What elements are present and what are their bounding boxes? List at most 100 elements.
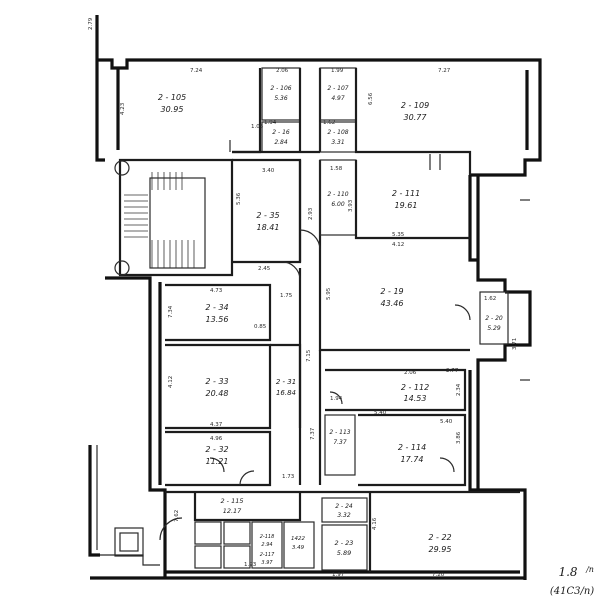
dim-label: 1.99 — [331, 68, 344, 74]
room-2-108-area: 3.31 — [331, 139, 344, 146]
sheet-code-number: 1.8 — [558, 565, 577, 579]
room-2-115-number: 2 - 115 — [220, 497, 243, 505]
room-2-107-area: 4.97 — [331, 95, 345, 102]
room-2-118-area: 2.94 — [261, 542, 272, 548]
room-2-20-area: 5.29 — [487, 325, 501, 332]
room-2-23-number: 2 - 23 — [335, 539, 354, 547]
room-2-105-area: 30.95 — [161, 105, 184, 114]
room-2-115-area: 12.17 — [223, 507, 242, 515]
room-2-108-number: 2 - 108 — [327, 129, 348, 136]
room-2-109-area: 30.77 — [404, 113, 428, 122]
dim-label: 1.75 — [280, 293, 293, 299]
room-2-113-number: 2 - 113 — [329, 429, 350, 436]
room-2-35-number: 2 - 35 — [256, 211, 279, 220]
dim-label: 1.97 — [332, 572, 345, 578]
room-2-19-number: 2 - 19 — [380, 287, 403, 296]
dim-label: 1.62 — [484, 296, 496, 302]
dim-label: 3.86 — [456, 431, 462, 444]
dim-label: 7.37 — [310, 427, 316, 440]
dim-label: 1.93 — [244, 562, 257, 568]
dim-label: 7.62 — [174, 510, 180, 522]
dim-label: 7.34 — [168, 305, 174, 318]
dim-label: 1.05 — [251, 124, 264, 130]
dim-label: 4.96 — [210, 436, 223, 442]
dim-label: 1.94 — [330, 396, 343, 402]
room-2-117-number: 2-117 — [260, 552, 275, 558]
room-2-22-area: 29.95 — [429, 545, 452, 554]
dim-label: 5.40 — [440, 419, 453, 425]
room-2-118-number: 2-118 — [260, 534, 275, 540]
dim-label: 4.16 — [372, 517, 378, 530]
room-2-110-number: 2 - 110 — [327, 191, 348, 198]
room-2-111-area: 19.61 — [395, 201, 418, 210]
dim-label: 7.27 — [438, 68, 451, 74]
room-2-111-number: 2 - 111 — [392, 189, 420, 198]
room-2-22-number: 2 - 22 — [428, 533, 451, 542]
room-2-23-area: 5.89 — [337, 549, 351, 557]
room-2-114-area: 17.74 — [401, 455, 424, 464]
room-2-109-number: 2 - 109 — [401, 101, 429, 110]
room-1422-number: 1422 — [291, 536, 305, 542]
room-2-106-number: 2 - 106 — [270, 85, 291, 92]
dim-label: 2.45 — [258, 266, 271, 272]
dim-label: 5.95 — [326, 287, 332, 300]
dim-label: 4.12 — [168, 376, 174, 388]
interior-walls — [159, 67, 530, 572]
room-2-105-number: 2 - 105 — [158, 93, 186, 102]
room-2-33-area: 20.48 — [206, 389, 229, 398]
room-labels: 2 - 105 30.95 2 - 106 5.36 2 - 107 4.97 … — [158, 85, 503, 566]
dim-label: 2.06 — [404, 370, 417, 376]
room-2-110-area: 6.00 — [331, 201, 345, 208]
room-2-35-area: 18.41 — [257, 223, 280, 232]
dim-label: 4.37 — [210, 422, 223, 428]
dim-label: 1.58 — [330, 166, 343, 172]
room-2-34-number: 2 - 34 — [205, 303, 228, 312]
room-2-34-area: 13.56 — [206, 315, 229, 324]
room-2-114-number: 2 - 114 — [398, 443, 426, 452]
room-2-16-area: 2.84 — [274, 139, 288, 146]
dim-label: 4.12 — [392, 242, 404, 248]
staircase — [114, 158, 234, 277]
room-2-19-area: 43.46 — [381, 299, 404, 308]
room-2-24-area: 3.32 — [337, 512, 351, 519]
room-2-117-area: 3.97 — [261, 560, 273, 566]
sheet-code-suffix: /n — [585, 565, 594, 574]
dim-label: 5.35 — [392, 232, 405, 238]
dim-label: 3.71 — [512, 338, 518, 350]
room-2-107-number: 2 - 107 — [327, 85, 348, 92]
room-2-112-number: 2 - 112 — [401, 383, 429, 392]
dim-label: 1.73 — [282, 474, 295, 480]
room-2-31-number: 2 - 31 — [276, 378, 296, 386]
room-2-106-area: 5.36 — [274, 95, 288, 102]
dim-label: 4.73 — [210, 288, 223, 294]
dim-label: 2.79 — [88, 17, 94, 30]
sheet-code: 1.8 /n (41С3/п) — [550, 565, 594, 597]
room-2-112-area: 14.53 — [404, 394, 427, 403]
room-1422-area: 3.49 — [292, 545, 305, 551]
outer-walls — [88, 15, 542, 580]
dim-label: 3.40 — [262, 168, 275, 174]
room-2-31-area: 16.84 — [276, 389, 296, 397]
dim-label: 1.62 — [323, 120, 335, 126]
dim-label: 5.36 — [236, 192, 242, 205]
dim-label: 7.15 — [306, 349, 312, 362]
room-2-32-area: 11.21 — [206, 457, 229, 466]
dimension-labels: 2.79 7.24 2.06 1.99 7.27 4.23 6.56 1.94 … — [88, 17, 518, 578]
dim-label: 0.85 — [254, 324, 267, 330]
room-2-24-number: 2 - 24 — [335, 503, 353, 510]
dim-label: 5.40 — [374, 410, 387, 416]
dim-label: 2.34 — [456, 383, 462, 396]
dim-label: 3.93 — [348, 199, 354, 212]
room-2-113-area: 7.37 — [333, 439, 347, 446]
dim-label: 6.56 — [368, 92, 374, 105]
dim-label: 2.06 — [276, 68, 289, 74]
room-2-32-number: 2 - 32 — [205, 445, 228, 454]
dim-label: 2.77 — [446, 368, 459, 374]
dim-label: 7.20 — [432, 572, 445, 578]
dim-label: 2.93 — [308, 207, 314, 220]
room-2-33-number: 2 - 33 — [205, 377, 228, 386]
dim-label: 4.23 — [120, 102, 126, 115]
sheet-code-sub: (41С3/п) — [550, 586, 594, 597]
dim-label: 1.94 — [264, 120, 277, 126]
